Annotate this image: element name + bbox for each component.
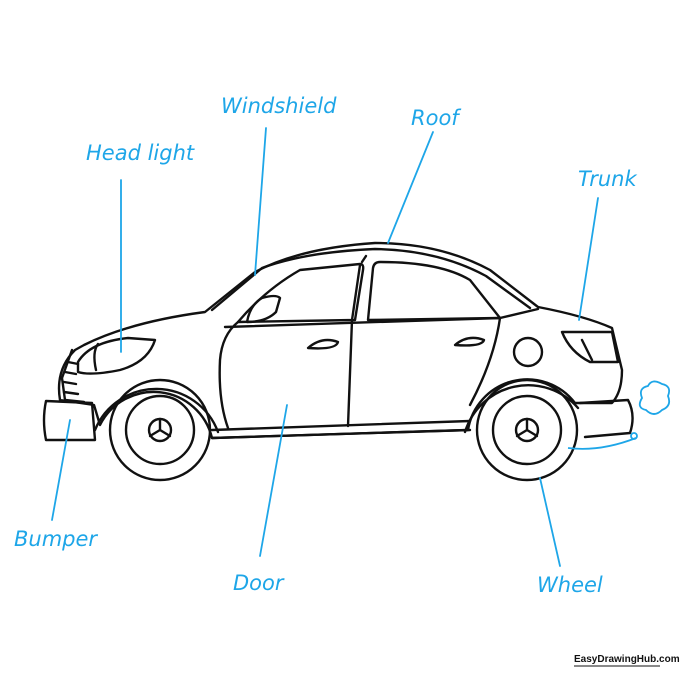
wheel-leader (539, 477, 561, 567)
bumper-leader (51, 419, 71, 521)
rocker-panel (210, 419, 472, 432)
trunk-label: Trunk (578, 167, 637, 191)
exhaust-puff (567, 380, 671, 450)
part-labels: Windshield Roof Head light Trunk Bumper … (14, 94, 637, 597)
trunk-leader (578, 197, 599, 321)
rear-bumper (578, 398, 634, 439)
fuel-cap (512, 336, 544, 368)
door-split-line (346, 263, 362, 428)
grille-slat-2 (63, 370, 78, 376)
door-leader (259, 404, 288, 557)
rear-door-handle (453, 336, 486, 347)
tail-light (560, 330, 620, 364)
rear-wheel (475, 378, 579, 482)
door-label: Door (233, 571, 285, 595)
front-bumper (42, 399, 97, 442)
tail-light-inner (580, 338, 594, 362)
windshield-leader (254, 127, 267, 276)
headlight-lens (76, 336, 157, 375)
grille-slat-1 (66, 360, 80, 366)
grille-slat-4 (62, 390, 80, 396)
windshield-label: Windshield (221, 94, 337, 118)
body-bottom-line (210, 428, 472, 440)
head-light-label: Head light (86, 141, 195, 165)
front-door-handle (306, 338, 340, 350)
wheel-label: Wheel (537, 573, 603, 597)
window-pillar (360, 254, 368, 264)
side-mirror (245, 294, 282, 324)
grille-slat-3 (62, 380, 78, 386)
front-wheel (108, 378, 212, 482)
roof-leader (387, 131, 434, 244)
front-grille (60, 348, 86, 404)
car-body-outline (57, 241, 624, 440)
rear-door-line (468, 316, 502, 407)
front-door-outline (218, 320, 240, 430)
headlight-inner (93, 342, 100, 372)
roof-inner-line (210, 247, 532, 312)
bumper-label: Bumper (14, 527, 98, 551)
car-drawing (42, 241, 634, 482)
brand-mark: EasyDrawingHub.com (574, 654, 680, 667)
brand-text: EasyDrawingHub.com (574, 654, 680, 665)
rear-window (366, 260, 502, 322)
roof-label: Roof (411, 106, 462, 130)
leader-lines (51, 127, 599, 567)
